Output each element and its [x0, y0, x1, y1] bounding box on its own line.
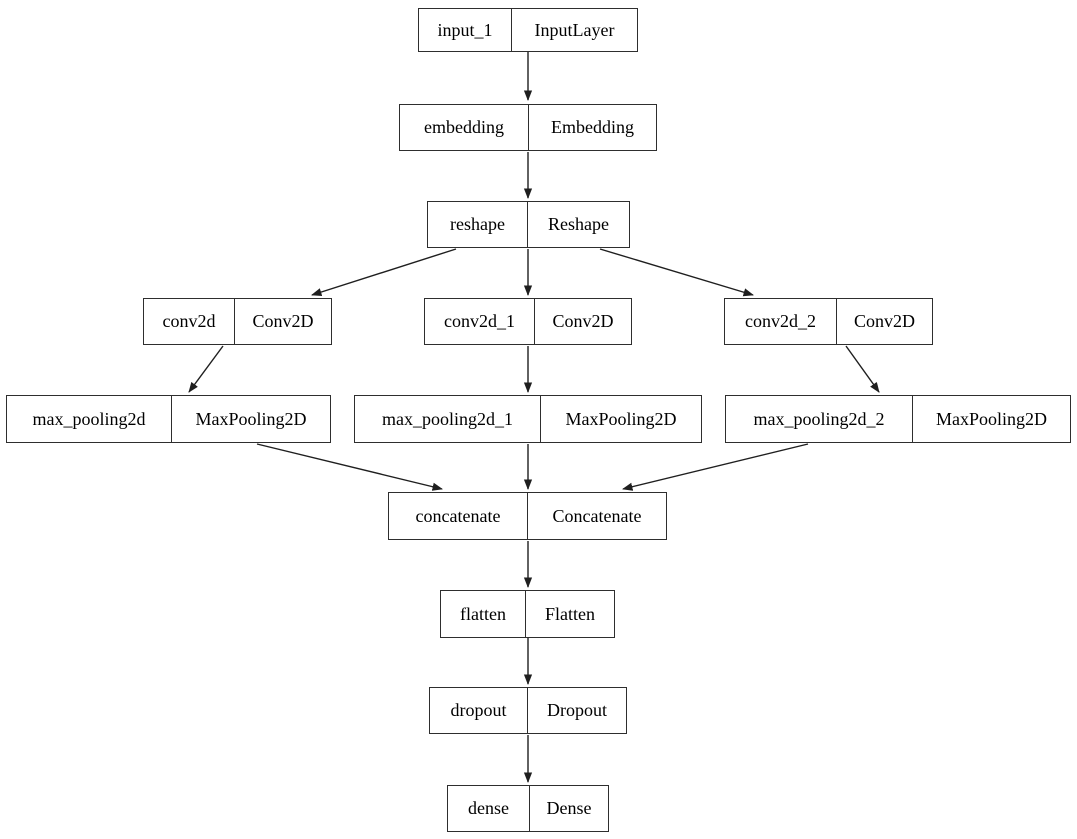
node-type-label: Embedding	[551, 117, 634, 137]
node-type-label: Dropout	[547, 700, 607, 720]
node-conv2d_2: conv2d_2 Conv2D	[724, 298, 933, 345]
node-conv2d_1: conv2d_1 Conv2D	[424, 298, 632, 345]
edge-max_pooling2d_2-concatenate	[622, 443, 809, 491]
node-name-label: dense	[448, 786, 530, 831]
node-type-label: Reshape	[548, 214, 609, 234]
edge-reshape-conv2d	[311, 248, 457, 297]
node-type-label: MaxPooling2D	[565, 408, 677, 429]
edge-max_pooling2d-concatenate	[256, 443, 443, 491]
edge-conv2d-max_pooling2d	[188, 345, 224, 393]
node-type-label: MaxPooling2D	[935, 408, 1047, 429]
node-name-label: dropout	[430, 688, 528, 733]
node-max_pooling2d_2: max_pooling2d_2 MaxPooling2D	[725, 395, 1071, 443]
node-type-label: Concatenate	[552, 505, 642, 526]
node-flatten: flatten Flatten	[440, 590, 615, 638]
node-type-label: Conv2D	[552, 311, 614, 331]
node-max_pooling2d_1: max_pooling2d_1 MaxPooling2D	[354, 395, 702, 443]
node-input_1: input_1 InputLayer	[418, 8, 638, 52]
node-concatenate: concatenate Concatenate	[388, 492, 667, 540]
edge-reshape-conv2d_2	[599, 248, 754, 297]
node-name-label: max_pooling2d_2	[726, 396, 913, 442]
node-conv2d: conv2d Conv2D	[143, 298, 332, 345]
node-name-label: input_1	[419, 9, 512, 51]
node-embedding: embedding Embedding	[399, 104, 657, 151]
node-name-label: conv2d_1	[425, 299, 535, 344]
node-type-label: Flatten	[545, 603, 595, 624]
node-type-label: InputLayer	[534, 19, 615, 40]
node-dropout: dropout Dropout	[429, 687, 627, 734]
node-type-label: MaxPooling2D	[195, 408, 307, 429]
node-reshape: reshape Reshape	[427, 201, 630, 248]
node-name-label: conv2d	[144, 299, 235, 344]
node-name-label: max_pooling2d	[7, 396, 172, 442]
node-type-label: Conv2D	[853, 311, 915, 331]
edge-conv2d_2-max_pooling2d_2	[845, 345, 880, 393]
node-type-label: Dense	[546, 798, 592, 818]
node-name-label: conv2d_2	[725, 299, 837, 344]
node-name-label: reshape	[428, 202, 528, 247]
node-name-label: concatenate	[389, 493, 528, 539]
node-max_pooling2d: max_pooling2d MaxPooling2D	[6, 395, 331, 443]
node-name-label: embedding	[400, 105, 529, 150]
node-dense: dense Dense	[447, 785, 609, 832]
node-name-label: max_pooling2d_1	[355, 396, 541, 442]
node-name-label: flatten	[441, 591, 526, 637]
node-type-label: Conv2D	[252, 311, 314, 331]
